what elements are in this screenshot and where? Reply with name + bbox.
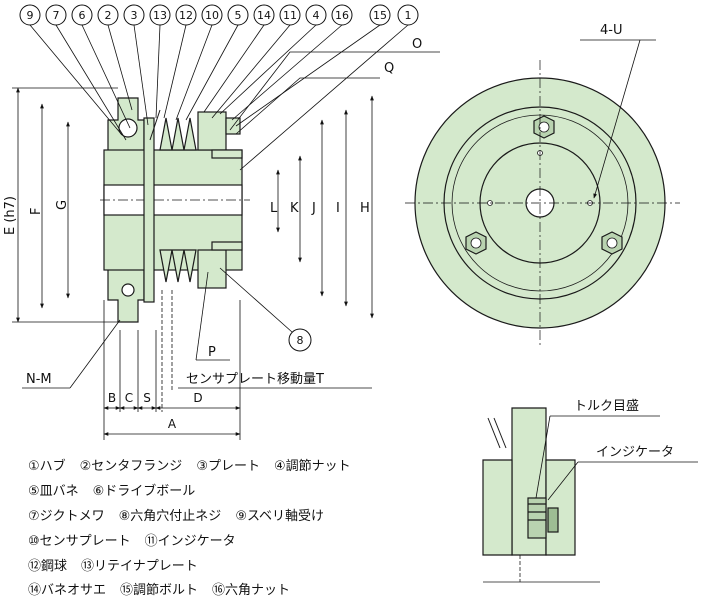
svg-text:4: 4 bbox=[313, 9, 320, 22]
plate-shape bbox=[143, 117, 155, 303]
legend-row-4: ⑩センサプレート ⑪インジケータ bbox=[28, 530, 250, 549]
disc-spring-top bbox=[159, 117, 197, 151]
legend-item: ⑯六角ナット bbox=[212, 583, 291, 598]
label-4u: 4-U bbox=[600, 23, 622, 38]
legend-row-2: ⑤皿バネ ⑥ドライブボール bbox=[28, 480, 209, 499]
callout-8: 8 bbox=[219, 267, 312, 352]
callout-5: 5 bbox=[227, 4, 249, 26]
svg-text:3: 3 bbox=[131, 9, 138, 22]
legend-item: ①ハブ bbox=[28, 459, 66, 474]
svg-text:1: 1 bbox=[405, 9, 412, 22]
callout-2: 2 bbox=[97, 4, 119, 26]
callout-3: 3 bbox=[123, 4, 145, 26]
legend-item: ⑮調節ボルト bbox=[120, 583, 199, 598]
label-s: S bbox=[143, 391, 151, 405]
label-i: I bbox=[336, 201, 340, 216]
legend-row-5: ⑫鋼球 ⑬リテイナプレート bbox=[28, 555, 212, 574]
label-q: Q bbox=[384, 61, 394, 76]
callout-1: 1 bbox=[397, 4, 419, 26]
svg-text:2: 2 bbox=[105, 9, 112, 22]
indicator-block bbox=[527, 497, 547, 539]
svg-text:9: 9 bbox=[27, 9, 34, 22]
callout-6: 6 bbox=[71, 4, 93, 26]
callout-13: 13 bbox=[149, 4, 171, 26]
svg-text:10: 10 bbox=[205, 9, 219, 22]
svg-text:13: 13 bbox=[153, 9, 167, 22]
label-g: G bbox=[55, 200, 70, 210]
svg-text:5: 5 bbox=[235, 9, 242, 22]
legend-item: ⑦ジクトメワ bbox=[28, 509, 105, 524]
center-lines bbox=[405, 60, 680, 345]
dimension-lines-right bbox=[276, 95, 374, 319]
svg-text:15: 15 bbox=[373, 9, 387, 22]
callout-7: 7 bbox=[45, 4, 67, 26]
label-f: F bbox=[29, 208, 44, 215]
label-d: D bbox=[193, 391, 202, 405]
legend-item: ⑤皿バネ bbox=[28, 484, 79, 499]
legend-item: ⑭バネオサエ bbox=[28, 583, 107, 598]
callout-12: 12 bbox=[175, 4, 197, 26]
legend-item: ⑨スベリ軸受け bbox=[235, 509, 325, 524]
label-l: L bbox=[270, 201, 278, 216]
label-a: A bbox=[168, 417, 177, 431]
label-j: J bbox=[311, 201, 316, 216]
detail-view bbox=[482, 407, 600, 583]
dimension-lines-bottom bbox=[103, 290, 241, 440]
callout-circles: 9 7 6 2 3 13 12 10 5 14 11 4 16 15 1 bbox=[19, 4, 419, 26]
legend-item: ⑧六角穴付止ネジ bbox=[118, 509, 222, 524]
legend-item: ③プレート bbox=[196, 459, 260, 474]
label-c: C bbox=[125, 391, 133, 405]
label-nm: N-M bbox=[26, 372, 52, 387]
legend-row-6: ⑭バネオサエ ⑮調節ボルト ⑯六角ナット bbox=[28, 579, 304, 598]
legend-item: ⑥ドライブボール bbox=[92, 484, 196, 499]
dimension-lines-left bbox=[12, 87, 118, 323]
label-p: P bbox=[208, 345, 216, 360]
svg-text:14: 14 bbox=[257, 9, 271, 22]
side-section-view bbox=[100, 97, 250, 323]
legend-item: ⑪インジケータ bbox=[144, 534, 236, 549]
label-sensor-t: センサプレート移動量T bbox=[186, 372, 324, 387]
callout-10: 10 bbox=[201, 4, 223, 26]
callout-9: 9 bbox=[19, 4, 41, 26]
adjust-nut-bottom bbox=[197, 249, 227, 289]
sensor-plate-top bbox=[211, 149, 243, 159]
label-h: H bbox=[360, 201, 370, 216]
legend-item: ⑬リテイナプレート bbox=[81, 559, 198, 574]
label-torque-scale: トルク目盛 bbox=[574, 399, 639, 414]
label-o: O bbox=[412, 37, 422, 52]
legend-item: ②センタフランジ bbox=[79, 459, 183, 474]
sensor-plate-bottom bbox=[211, 241, 243, 251]
legend-item: ⑩センサプレート bbox=[28, 534, 131, 549]
label-e: E (h7) bbox=[3, 196, 18, 235]
legend-row-3: ⑦ジクトメワ ⑧六角穴付止ネジ ⑨スベリ軸受け bbox=[28, 505, 338, 524]
leader-lines bbox=[29, 24, 440, 171]
label-k: K bbox=[290, 201, 299, 216]
legend-item: ⑫鋼球 bbox=[28, 559, 68, 574]
callout-14: 14 bbox=[253, 4, 275, 26]
disc-spring-bottom bbox=[159, 249, 197, 283]
svg-text:6: 6 bbox=[79, 9, 86, 22]
callout-15: 15 bbox=[369, 4, 391, 26]
svg-text:8: 8 bbox=[297, 334, 304, 347]
callout-4: 4 bbox=[305, 4, 327, 26]
legend-row-1: ①ハブ ②センタフランジ ③プレート ④調節ナット bbox=[28, 455, 365, 474]
label-indicator: インジケータ bbox=[596, 445, 674, 460]
ball-bottom bbox=[121, 283, 135, 297]
svg-text:12: 12 bbox=[179, 9, 193, 22]
callout-11: 11 bbox=[279, 4, 301, 26]
callout-16: 16 bbox=[331, 4, 353, 26]
label-b: B bbox=[108, 391, 116, 405]
svg-text:11: 11 bbox=[283, 9, 297, 22]
legend-item: ④調節ナット bbox=[273, 459, 351, 474]
svg-text:7: 7 bbox=[53, 9, 60, 22]
svg-text:16: 16 bbox=[335, 9, 349, 22]
